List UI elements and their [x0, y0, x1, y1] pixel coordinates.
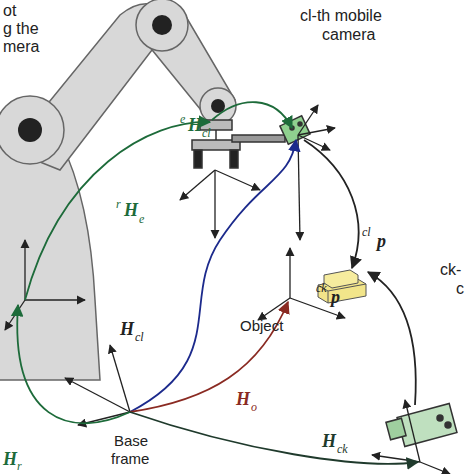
caption-fragment: mera — [3, 39, 39, 55]
subscript: cl — [202, 127, 211, 139]
caption-fragment: g the — [3, 21, 39, 37]
transform-symbol: H — [120, 320, 134, 338]
camera-title: cl-th mobile — [300, 8, 382, 24]
transform-symbol: H — [124, 201, 138, 219]
object-label: Object — [240, 318, 283, 333]
vector-symbol: p — [377, 232, 386, 250]
frame-label: Base — [114, 433, 148, 448]
subscript: e — [139, 213, 144, 225]
camera-title: camera — [322, 27, 375, 43]
frame-label: frame — [111, 451, 149, 466]
robot-arm — [0, 0, 236, 380]
transform-symbol: H — [236, 390, 250, 408]
transform-symbol: H — [322, 432, 336, 450]
transform-symbol: H — [188, 116, 202, 134]
superscript: cl — [362, 226, 371, 238]
transform-curves — [17, 102, 418, 464]
subscript: o — [251, 401, 257, 413]
vector-symbol: p — [331, 288, 340, 306]
caption-fragment: ot — [3, 3, 16, 19]
superscript: e — [180, 113, 185, 125]
subscript: ck — [337, 443, 348, 455]
subscript: r — [17, 460, 22, 472]
coordinate-frames — [5, 105, 450, 474]
robot-joints — [18, 15, 225, 142]
caption-fragment: ck- — [440, 262, 461, 278]
caption-fragment: c — [456, 281, 464, 297]
transform-symbol: H — [3, 450, 17, 468]
superscript: r — [116, 198, 121, 210]
superscript: ck — [316, 282, 327, 294]
subscript: cl — [135, 331, 144, 343]
fixed-camera — [386, 404, 457, 447]
